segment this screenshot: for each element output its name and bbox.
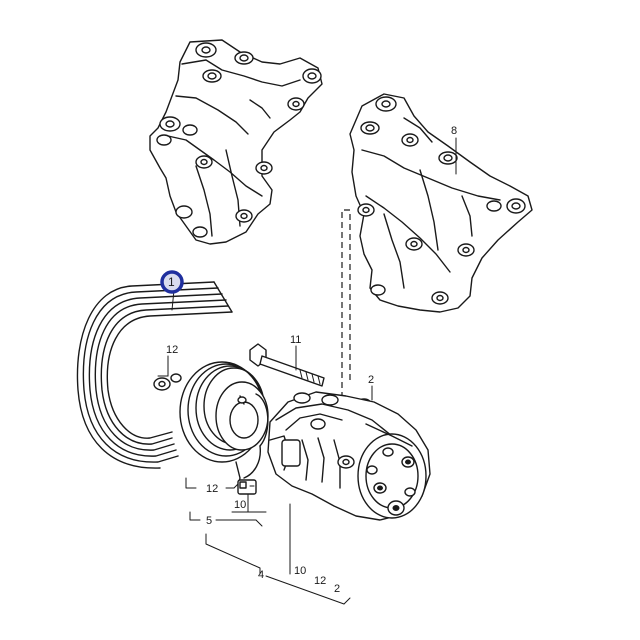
callout-12-washer: 12	[166, 344, 178, 356]
highlight-marker-1[interactable]: 1	[160, 270, 184, 294]
callout-12-assembly: 12	[314, 575, 326, 587]
bracket-4-assembly	[205, 503, 351, 605]
right-bracket	[349, 93, 533, 313]
poly-v-belt	[76, 281, 233, 469]
callout-5: 5	[206, 515, 212, 527]
washer-nut-12	[153, 355, 182, 391]
upper-bracket	[149, 39, 323, 245]
highlight-label: 1	[168, 275, 175, 289]
highlight-ring	[160, 270, 184, 294]
ac-compressor	[267, 391, 431, 521]
bracket-10-connector	[231, 493, 267, 513]
dashed-assembly-line-1	[344, 209, 351, 380]
callout-10-connector: 10	[234, 499, 246, 511]
bracket-5	[189, 511, 263, 527]
callout-8: 8	[451, 125, 457, 137]
callout-10-assembly: 10	[294, 565, 306, 577]
compressor-clutch-pulley	[179, 361, 269, 487]
callout-2-pin: 2	[368, 374, 374, 386]
electrical-connector	[237, 445, 261, 495]
bracket-12	[185, 477, 239, 489]
bolt-11	[249, 343, 325, 387]
callout-4: 4	[258, 569, 264, 581]
callout-11: 11	[290, 334, 301, 346]
callout-12-clutch: 12	[206, 483, 218, 495]
callout-2-assembly: 2	[334, 583, 340, 595]
